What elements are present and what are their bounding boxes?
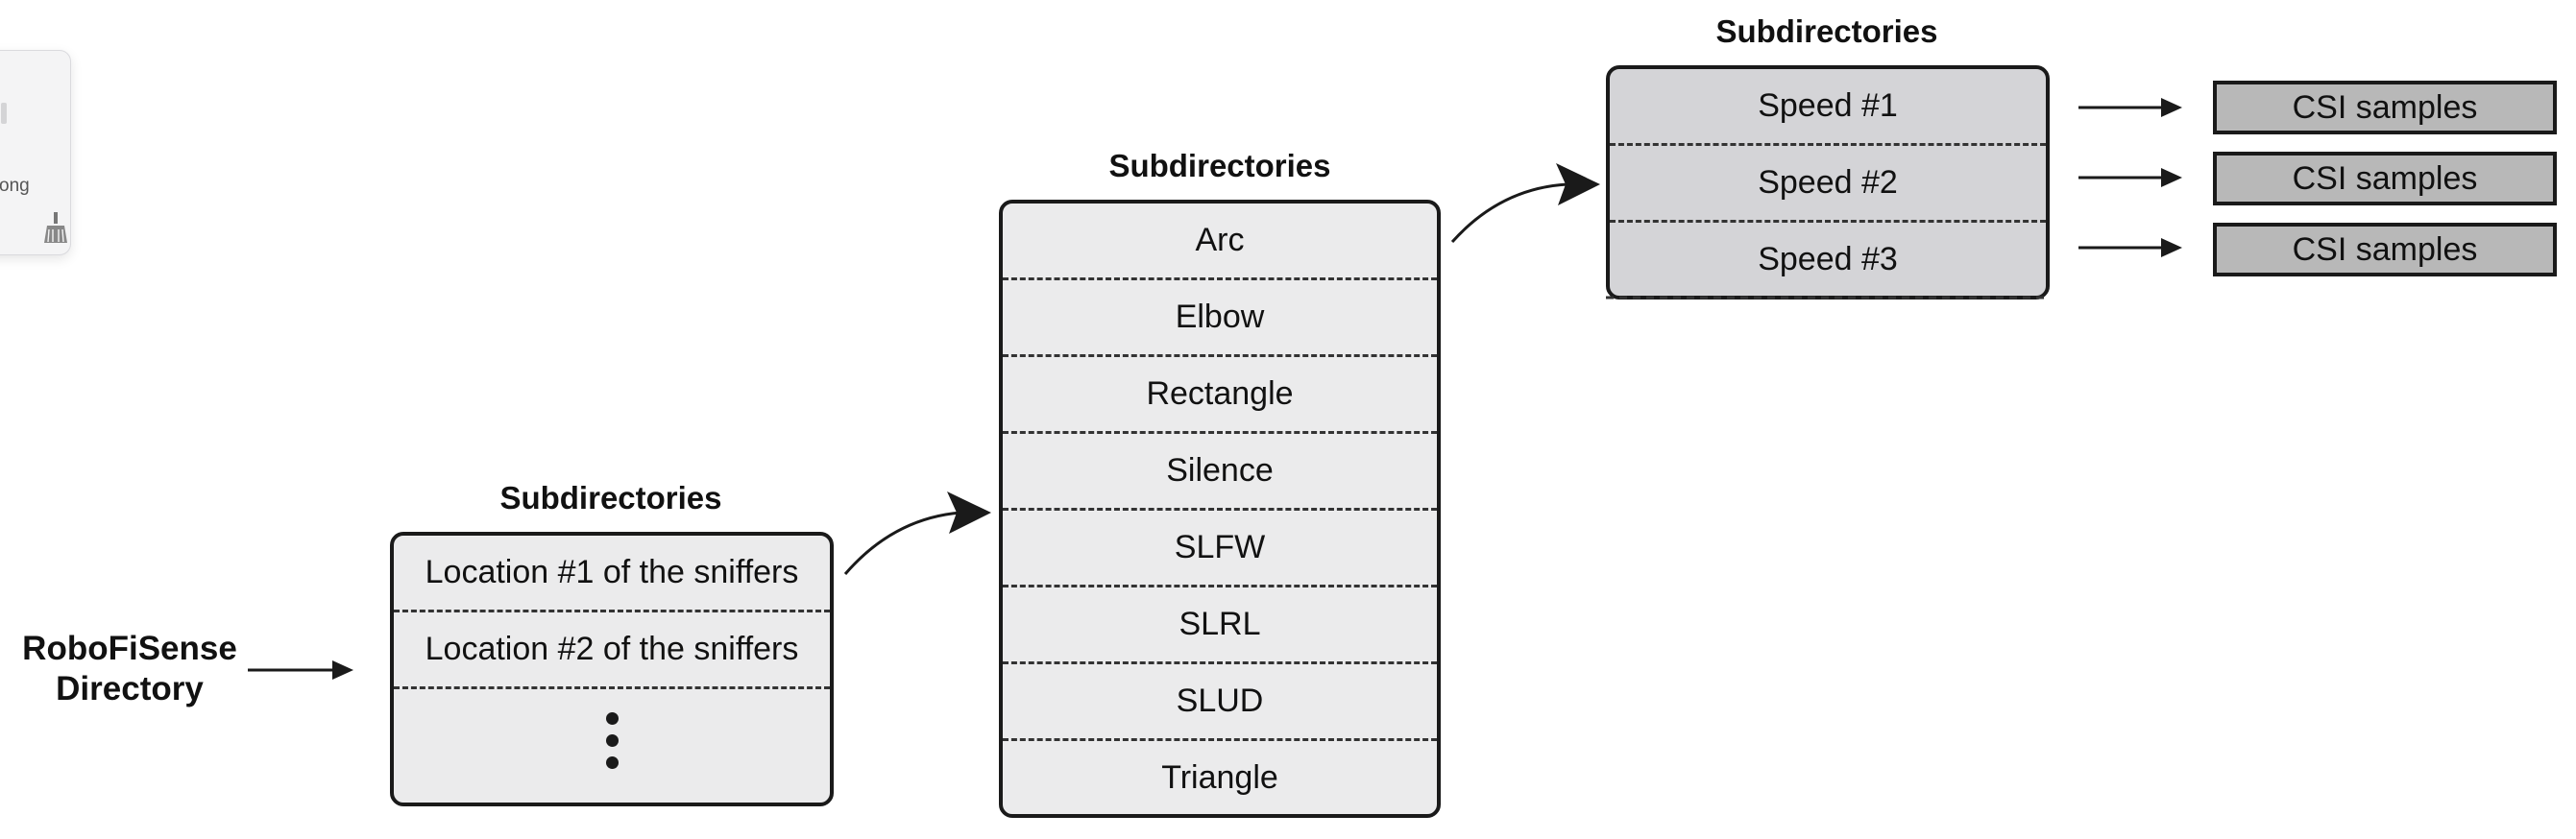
level2-item: Silence [1003, 434, 1437, 511]
ellipsis-dot [605, 712, 619, 725]
level2-item: Arc [1003, 204, 1437, 280]
level3-item: Speed #2 [1610, 146, 2046, 223]
level2-item: Triangle [1161, 758, 1278, 796]
csi-samples-box: CSI samples [2213, 152, 2557, 205]
broom-icon [44, 212, 67, 243]
level3-item: Speed #1 [1610, 69, 2046, 146]
level2-item: SLUD [1003, 664, 1437, 741]
speed3-to-csi-arrowhead [2161, 238, 2182, 257]
level1-item: Location #1 of the sniffers [394, 536, 830, 612]
root-to-level1-arrowhead [332, 660, 353, 680]
level3-heading: Subdirectories [1715, 13, 1938, 49]
level2-heading: Subdirectories [1108, 148, 1331, 183]
csi-samples-box: CSI samples [2213, 81, 2557, 134]
level1-heading: Subdirectories [499, 480, 722, 515]
ellipsis-dot [605, 756, 619, 769]
speed2-to-csi-arrowhead [2161, 168, 2182, 187]
background-app-panel: ong [0, 50, 71, 255]
level1-to-level2-arrow [843, 511, 961, 575]
level1-to-level2-arrowhead [947, 491, 991, 534]
level1-item: Location #2 of the sniffers [394, 612, 830, 689]
level3-box: Speed #1 Speed #2 Speed #3 [1606, 65, 2050, 300]
level3-item: Speed #3 [1758, 240, 1898, 277]
level2-item: SLFW [1003, 511, 1437, 587]
speed1-to-csi-arrowhead [2161, 98, 2182, 117]
level2-item: Rectangle [1003, 357, 1437, 434]
level2-to-level3-arrow [1450, 182, 1568, 243]
level2-item: SLRL [1003, 587, 1437, 664]
panel-glyph-icon [1, 103, 7, 124]
level2-to-level3-arrowhead [1556, 163, 1600, 205]
level2-box: Arc Elbow Rectangle Silence SLFW SLRL SL… [999, 200, 1441, 818]
level1-box: Location #1 of the sniffers Location #2 … [390, 532, 834, 806]
level2-item: Elbow [1003, 280, 1437, 357]
csi-samples-box: CSI samples [2213, 223, 2557, 276]
more-items-ellipsis [394, 712, 830, 769]
ellipsis-dot [605, 734, 619, 747]
panel-partial-label: ong [0, 176, 30, 196]
